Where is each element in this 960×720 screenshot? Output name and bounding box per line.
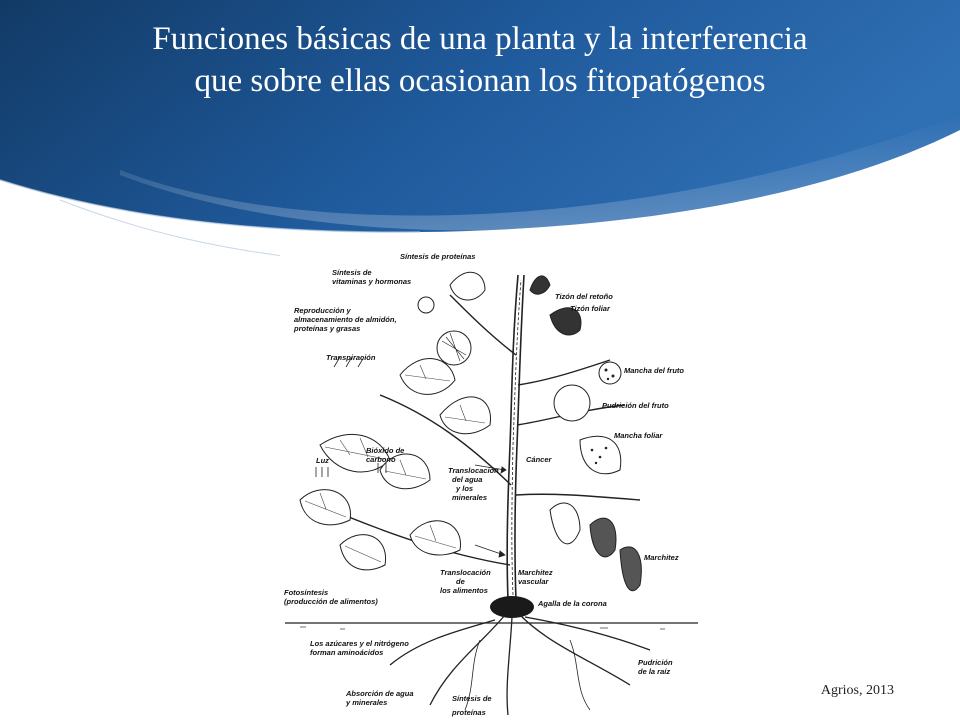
title-line-1: Funciones básicas de una planta y la int… — [152, 21, 808, 57]
crown-gall — [490, 596, 534, 618]
label-pudricion-raiz-2: de la raíz — [638, 667, 670, 676]
label-bioxido-1: Bióxido de — [366, 446, 404, 455]
label-pudricion-fruto: Pudrición del fruto — [602, 401, 669, 410]
label-translocacion-alim-1: Translocación — [440, 568, 491, 577]
label-translocacion-agua-1: Translocación — [448, 466, 499, 475]
label-translocacion-agua-4: minerales — [452, 493, 487, 502]
leaf-veins — [304, 364, 486, 563]
label-fotosintesis-2: (producción de alimentos) — [284, 597, 378, 606]
label-sintesis-proteinas-bottom-1: Síntesis de — [452, 694, 492, 703]
label-marchitez: Marchitez — [644, 553, 679, 562]
label-tizon-foliar: Tizón foliar — [570, 304, 611, 313]
translocation-arrows — [315, 356, 507, 558]
label-azucares-2: forman aminoácidos — [310, 648, 383, 657]
label-marchitez-vascular-2: vascular — [518, 577, 550, 586]
soil-texture — [300, 626, 665, 630]
label-mancha-fruto: Mancha del fruto — [624, 366, 684, 375]
label-fotosintesis-1: Fotosíntesis — [284, 588, 328, 597]
title-banner — [0, 0, 960, 259]
diseased-organs — [529, 275, 642, 592]
slide-title: Funciones básicas de una planta y la int… — [0, 18, 960, 102]
label-reproduccion-2: almacenamiento de almidón, — [294, 315, 397, 324]
plant-stem — [506, 274, 525, 601]
label-translocacion-agua-2: del agua — [452, 475, 482, 484]
title-line-2: que sobre ellas ocasionan los fitopatóge… — [194, 63, 766, 99]
label-sintesis-proteinas-top: Síntesis de proteínas — [400, 252, 475, 261]
fruit-spots — [590, 368, 615, 465]
label-mancha-foliar: Mancha foliar — [614, 431, 663, 440]
label-azucares-1: Los azúcares y el nitrógeno — [310, 639, 409, 648]
label-reproduccion-3: proteínas y grasas — [293, 324, 360, 333]
label-sintesis-proteinas-bottom-2: proteínas — [451, 708, 486, 717]
label-sintesis-vitaminas-2: vitaminas y hormonas — [332, 277, 411, 286]
label-cancer: Cáncer — [526, 455, 553, 464]
label-pudricion-raiz-1: Pudrición — [638, 658, 673, 667]
flower-and-fruit-section — [417, 296, 472, 366]
plant-functions-diagram: Síntesis de proteínas Síntesis de vitami… — [280, 245, 700, 720]
label-translocacion-alim-2: de — [456, 577, 465, 586]
label-reproduccion-1: Reproducción y — [294, 306, 352, 315]
label-marchitez-vascular-1: Marchitez — [518, 568, 553, 577]
label-translocacion-alim-3: los alimentos — [440, 586, 488, 595]
roots — [389, 614, 651, 716]
label-sintesis-vitaminas-1: Síntesis de — [332, 268, 372, 277]
label-absorcion-2: y minerales — [345, 698, 387, 707]
label-tizon-retono: Tizón del retoño — [555, 292, 613, 301]
label-translocacion-agua-3: y los — [455, 484, 473, 493]
label-transpiracion: Transpiración — [326, 353, 376, 362]
label-absorcion-1: Absorción de agua — [345, 689, 414, 698]
label-agalla-corona: Agalla de la corona — [537, 599, 607, 608]
source-credit: Agrios, 2013 — [820, 683, 894, 698]
label-luz: Luz — [316, 456, 329, 465]
label-bioxido-2: carbono — [366, 455, 396, 464]
